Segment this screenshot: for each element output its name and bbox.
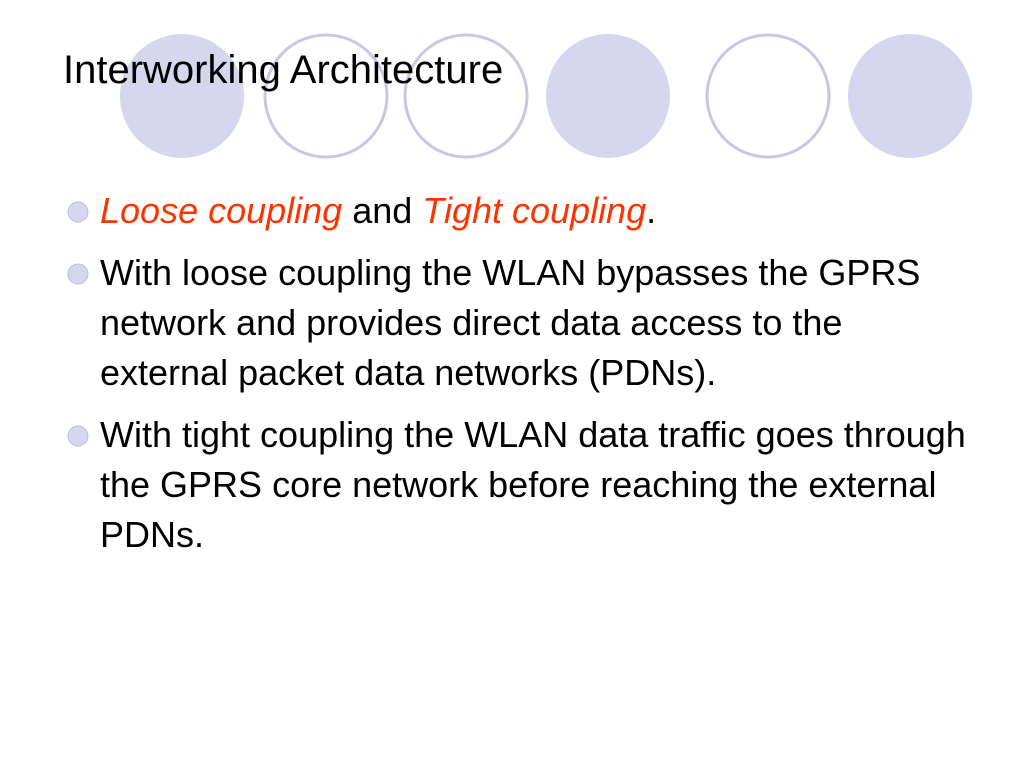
decor-circle-outline-2	[403, 33, 529, 159]
bullet-item-tight-coupling: With tight coupling the WLAN data traffi…	[66, 410, 966, 560]
circle-bullet-icon	[67, 263, 89, 285]
decor-circle-outline-3	[705, 33, 831, 159]
term-tight-coupling: Tight coupling	[422, 190, 647, 231]
bullet-list: Loose coupling and Tight coupling. With …	[66, 186, 966, 572]
decor-circle-filled-1	[120, 34, 244, 158]
decor-circle-filled-3	[848, 34, 972, 158]
bullet-text: With loose coupling the WLAN bypasses th…	[100, 252, 921, 393]
circle-bullet-icon	[67, 201, 89, 223]
bullet-text: With tight coupling the WLAN data traffi…	[100, 414, 966, 555]
decor-circle-outline-1	[263, 33, 389, 159]
connector-text: and	[342, 190, 423, 231]
slide-title: Interworking Architecture	[63, 48, 504, 92]
bullet-item-loose-coupling: With loose coupling the WLAN bypasses th…	[66, 248, 966, 398]
term-loose-coupling: Loose coupling	[100, 190, 343, 231]
bullet-item-coupling-types: Loose coupling and Tight coupling.	[66, 186, 966, 236]
circle-bullet-icon	[67, 425, 89, 447]
sentence-end: .	[646, 190, 657, 231]
decor-circle-filled-2	[546, 34, 670, 158]
